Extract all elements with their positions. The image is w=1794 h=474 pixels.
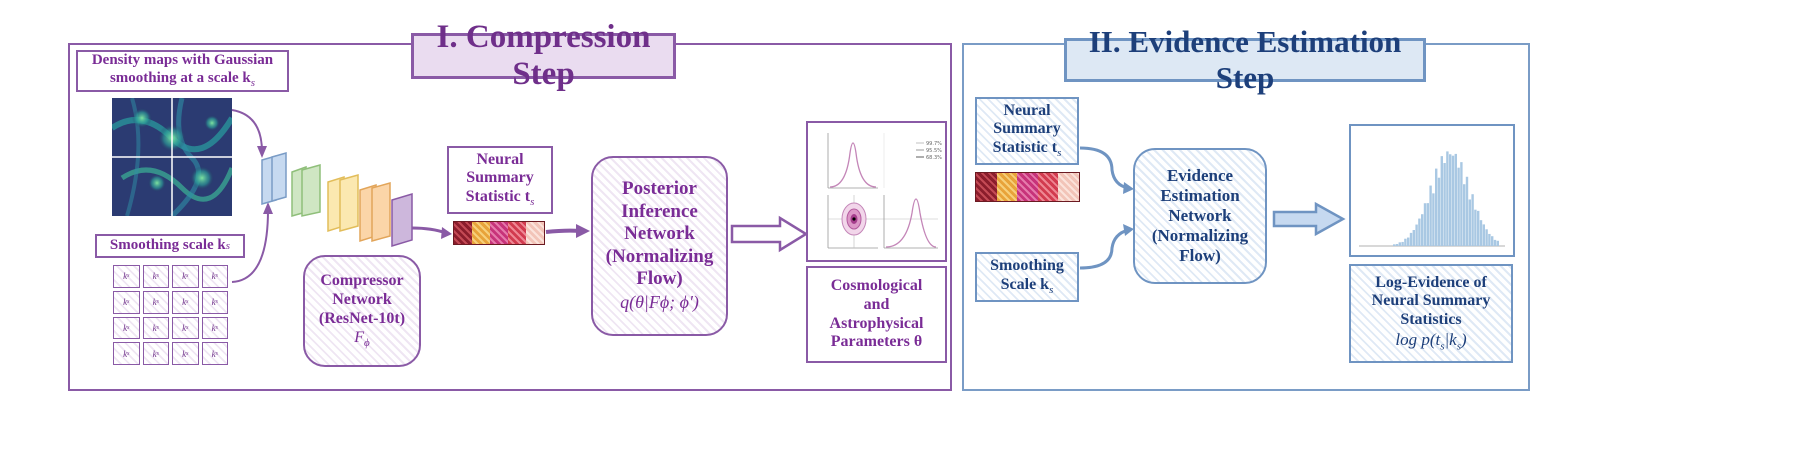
histogram-bar [1426,203,1429,246]
histogram-bar [1477,210,1480,246]
nss-cell [490,222,508,244]
histogram-bar [1463,184,1466,246]
nss-vector-compression [453,221,545,245]
nss-cell [996,173,1018,201]
histogram-bar [1471,194,1474,246]
histogram-bar [1451,155,1455,246]
histogram-bar [1485,229,1488,246]
nss-cell [526,222,544,244]
density-maps-image [112,98,232,216]
nss-cell [976,173,997,201]
histogram-bar [1401,241,1404,246]
density-maps-label: Density maps with Gaussian smoothing at … [76,50,289,92]
nss-cell [508,222,526,244]
histogram-bar [1418,218,1421,246]
nss-cell [454,222,472,244]
histogram-bar [1423,203,1427,246]
nss-cell [1017,173,1038,201]
log-evidence-label: Log-Evidence of Neural Summary Statistic… [1349,264,1513,363]
smoothing-scale-label-evidence: Smoothing Scale ks [975,252,1079,302]
histogram-bar [1395,244,1399,246]
posterior-network-box: Posterior Inference Network (Normalizing… [591,156,728,336]
posterior-corner-plot: 99.7% 95.5% 68.3% [806,121,947,262]
histogram-bar [1488,233,1491,246]
nss-cell [472,222,490,244]
histogram-bar [1432,193,1435,246]
histogram-bar [1446,151,1449,246]
evidence-histogram [1349,124,1515,257]
histogram-bar [1393,244,1396,246]
histogram-bar [1474,209,1477,246]
nss-label-compression: Neural Summary Statistic ts [447,146,553,214]
compression-title: I. Compression Step [411,19,676,92]
legend-entry: 99.7% [926,141,942,147]
compressor-layers [231,109,809,283]
legend-entry: 95.5% [926,148,942,154]
nss-cell [1037,173,1059,201]
compressor-network-box: Compressor Network (ResNet-10t) Fϕ [303,255,421,367]
histogram-bar [1435,168,1438,246]
histogram-bar [1412,230,1415,246]
histogram-bar [1407,237,1410,246]
nss-label-evidence: Neural Summary Statistic ts [975,97,1079,165]
histogram-bar [1491,236,1494,246]
histogram-bar [1468,199,1471,246]
histogram-bar [1437,177,1441,246]
histogram-bar [1409,232,1413,246]
histogram-bar [1460,162,1463,246]
histogram-bar [1493,239,1497,246]
histogram-bar [1440,156,1443,246]
histogram-bar [1443,162,1446,246]
histogram-bar [1449,154,1452,246]
histogram-bar [1415,224,1418,246]
histogram-bar [1398,242,1401,246]
parameters-label: Cosmological and Astrophysical Parameter… [806,266,947,363]
histogram-bar [1465,176,1469,246]
nss-vector-evidence [975,172,1080,202]
histogram-bar [1454,153,1457,246]
histogram-bar [1482,224,1485,246]
histogram-bar [1457,167,1460,246]
histogram-bar [1429,185,1432,246]
nss-cell [1058,173,1079,201]
histogram-bar [1421,214,1424,246]
legend-entry: 68.3% [926,155,942,161]
histogram-bar [1479,220,1483,246]
histogram-bar [1404,238,1407,246]
histogram-bar [1496,240,1499,246]
evidence-network-box: Evidence Estimation Network (Normalizing… [1133,148,1267,284]
